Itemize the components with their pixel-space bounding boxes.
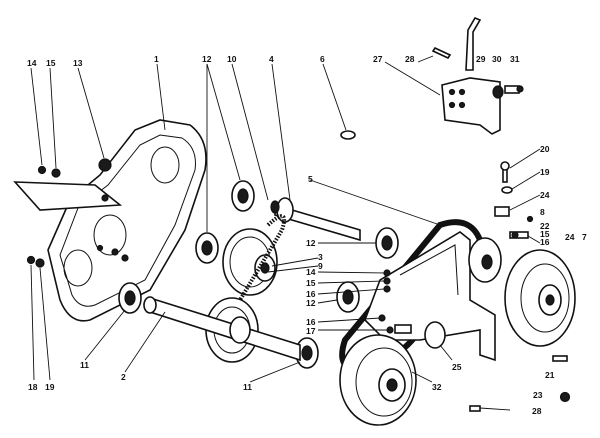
pulley-32 <box>339 334 417 426</box>
bearing-12-center <box>375 227 399 259</box>
bearing-11-left <box>118 282 142 314</box>
label-31: 31 <box>510 54 520 64</box>
bolt-21 <box>552 355 568 362</box>
label-14: 14 <box>27 58 37 68</box>
bearing-12-left <box>195 232 219 264</box>
label-25: 25 <box>452 362 462 372</box>
label-11-right: 11 <box>243 382 252 392</box>
bolt-29 <box>469 405 481 412</box>
label-15-center: 15 <box>306 278 316 288</box>
label-4: 4 <box>269 54 274 64</box>
label-19-right: 19 <box>540 167 550 177</box>
idler-pulley <box>468 237 502 283</box>
label-16-right: 16 <box>540 237 550 247</box>
label-15-right: 15 <box>540 229 550 239</box>
label-12-lower: 12 <box>306 298 316 308</box>
washer-19-left <box>35 258 45 268</box>
chain-case-housing <box>13 119 207 322</box>
leader-lines <box>30 55 541 411</box>
label-6: 6 <box>320 54 325 64</box>
label-21: 21 <box>545 370 555 380</box>
label-8: 8 <box>540 207 545 217</box>
label-14-center: 14 <box>306 267 316 277</box>
sprocket-upper <box>222 228 278 296</box>
label-28-bottom: 28 <box>532 406 542 416</box>
label-29-top: 29 <box>476 54 486 64</box>
label-11-left: 11 <box>80 360 89 370</box>
washer-14 <box>37 165 47 175</box>
label-1: 1 <box>154 54 159 64</box>
label-28-top: 28 <box>405 54 415 64</box>
label-24-right: 24 <box>565 232 575 242</box>
lever-29 <box>465 17 482 71</box>
lower-shaft <box>143 296 301 362</box>
washer-8 <box>526 215 534 223</box>
pin-28 <box>431 46 452 60</box>
label-12-top: 12 <box>202 54 212 64</box>
washers-center <box>383 269 391 293</box>
label-19-left: 19 <box>45 382 55 392</box>
label-12-center: 12 <box>306 238 316 248</box>
label-16-center: 16 <box>306 289 316 299</box>
bearing-12-upper <box>231 180 255 212</box>
nut-23 <box>559 391 571 403</box>
label-7: 7 <box>582 232 587 242</box>
label-22: 22 <box>540 221 550 231</box>
label-3: 3 <box>318 252 323 262</box>
bolt-20 <box>500 161 510 183</box>
label-23: 23 <box>533 390 543 400</box>
callout-numbers: 14 15 13 1 12 10 4 6 27 28 29 30 31 5 20… <box>27 54 587 416</box>
block-24 <box>494 206 510 217</box>
label-2: 2 <box>121 372 126 382</box>
pulley-7 <box>504 249 576 347</box>
nut-19 <box>501 186 513 194</box>
washer-30 <box>492 85 504 99</box>
label-15: 15 <box>46 58 56 68</box>
label-24-top: 24 <box>540 190 550 200</box>
label-20: 20 <box>540 144 550 154</box>
nut-15 <box>51 168 61 178</box>
nut-18 <box>26 255 36 265</box>
label-32: 32 <box>432 382 442 392</box>
bearing-12-lower <box>336 281 360 313</box>
mounting-bracket-27 <box>441 77 501 135</box>
label-5: 5 <box>308 174 313 184</box>
label-17: 17 <box>306 326 316 336</box>
idler-bracket <box>364 231 496 362</box>
label-10: 10 <box>227 54 237 64</box>
label-18: 18 <box>28 382 38 392</box>
label-27: 27 <box>373 54 383 64</box>
label-13: 13 <box>73 58 83 68</box>
bolt-31 <box>504 85 524 94</box>
label-9: 9 <box>318 261 323 271</box>
label-30: 30 <box>492 54 502 64</box>
upper-shaft <box>270 197 361 242</box>
plug-13 <box>98 158 112 172</box>
bolt-22 <box>509 231 529 239</box>
label-16-lower: 16 <box>306 317 316 327</box>
pin-6 <box>340 130 356 140</box>
